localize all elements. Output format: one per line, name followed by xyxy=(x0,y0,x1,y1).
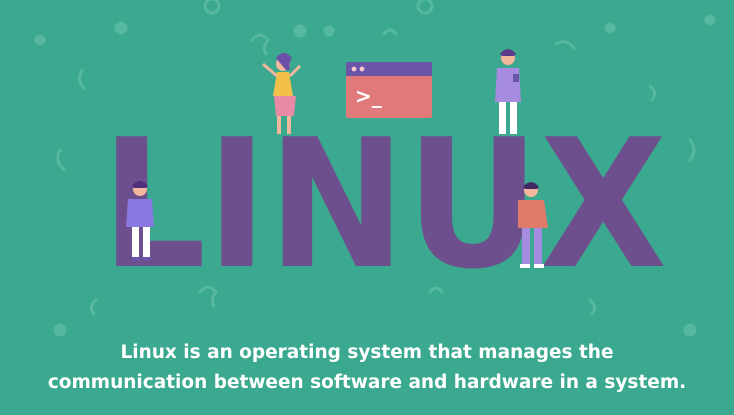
person-illustration-man-right xyxy=(518,182,548,268)
person-illustration-man-top xyxy=(495,49,521,134)
caption: Linux is an operating system that manage… xyxy=(0,338,734,398)
caption-line-1: Linux is an operating system that manage… xyxy=(120,342,614,363)
person-illustration-man-left xyxy=(126,181,154,261)
caption-line-2: communication between software and hardw… xyxy=(47,372,687,393)
person-illustration-woman xyxy=(262,53,302,134)
terminal-window-icon: >_ xyxy=(346,62,432,118)
headline-linux: LINUX xyxy=(101,101,667,308)
terminal-prompt: >_ xyxy=(355,84,382,108)
